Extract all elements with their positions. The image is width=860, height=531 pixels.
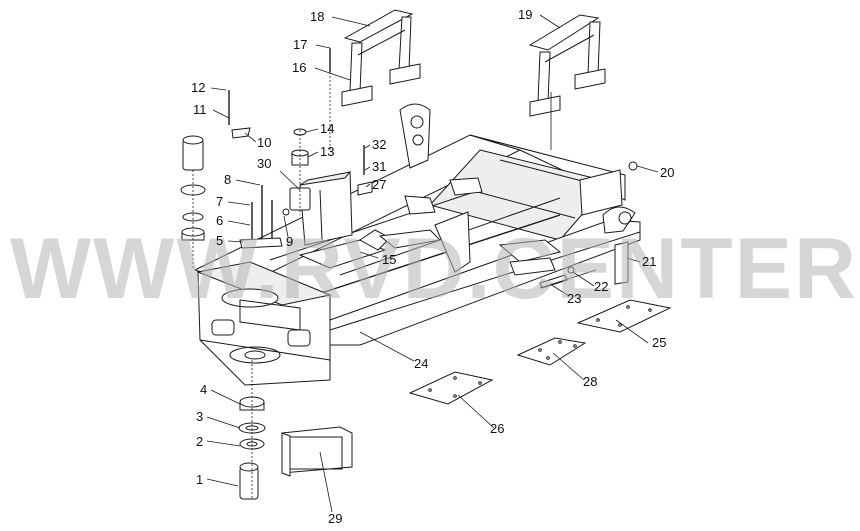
callout-28: 28 [583,374,597,389]
watermark-text: WWW.RVD.CENTER [10,221,858,317]
callout-labels: 1 2 3 4 5 6 7 8 9 10 11 12 13 14 15 16 1… [191,7,674,526]
callout-6: 6 [216,213,223,228]
callout-31: 31 [372,159,386,174]
callout-2: 2 [196,434,203,449]
callout-12: 12 [191,80,205,95]
callout-21: 21 [642,254,656,269]
support-18 [341,9,421,107]
callout-11: 11 [193,102,207,117]
callout-20: 20 [660,165,674,180]
callout-23: 23 [567,291,581,306]
callout-7: 7 [216,194,223,209]
plates [408,299,672,405]
callout-4: 4 [200,382,207,397]
callout-30: 30 [257,156,271,171]
callout-15: 15 [382,252,396,267]
box-29 [281,426,353,477]
leader-lines [206,14,659,513]
callout-29: 29 [328,511,342,526]
main-frame [193,103,641,386]
right-hardware [539,161,638,289]
callout-27: 27 [372,177,386,192]
callout-25: 25 [652,335,666,350]
left-hardware-stack [180,48,373,500]
callout-26: 26 [490,421,504,436]
callout-9: 9 [286,234,293,249]
callout-19: 19 [518,7,532,22]
callout-5: 5 [216,233,223,248]
callout-22: 22 [594,279,608,294]
callout-32: 32 [372,137,386,152]
callout-3: 3 [196,409,203,424]
callout-18: 18 [310,9,324,24]
callout-1: 1 [196,472,203,487]
callout-24: 24 [414,356,428,371]
callout-13: 13 [320,144,334,159]
support-19 [528,14,606,117]
callout-8: 8 [224,172,231,187]
callout-10: 10 [257,135,271,150]
callout-14: 14 [320,121,334,136]
callout-16: 16 [292,60,306,75]
callout-17: 17 [293,37,307,52]
